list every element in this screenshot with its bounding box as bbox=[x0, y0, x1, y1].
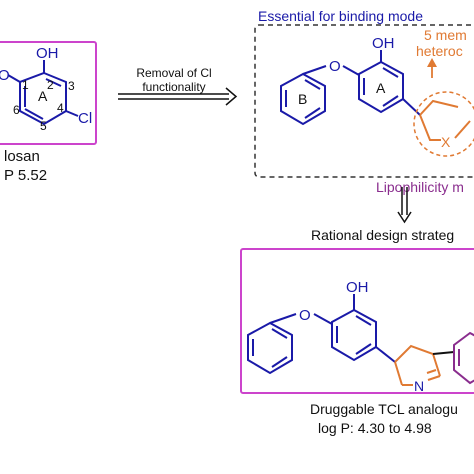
triclosan-ring-label: A bbox=[38, 88, 48, 104]
position-5: 5 bbox=[40, 119, 47, 133]
heterocycle-note-line1: 5 mem bbox=[424, 27, 467, 43]
triclosan-name: losan bbox=[4, 148, 40, 165]
step1-label-line1: Removal of Cl bbox=[136, 66, 211, 80]
heterocycle-note-line2: heteroc bbox=[416, 43, 463, 59]
analogue-aryl-ring bbox=[453, 331, 474, 385]
analogue-o-label: O bbox=[299, 307, 311, 324]
position-1: 1 bbox=[22, 78, 29, 92]
analogue-pyrroline-ring bbox=[394, 344, 441, 377]
step2: Rational design strateg bbox=[311, 187, 454, 243]
ring-b-label: B bbox=[298, 91, 307, 107]
triclosan-structure: OH O Cl A 1 2 3 4 5 6 losan P 5.52 bbox=[0, 41, 97, 184]
ring-a-label: A bbox=[376, 80, 386, 96]
step2-label: Rational design strateg bbox=[311, 227, 454, 243]
ring-b bbox=[280, 72, 326, 126]
analogue-highlight-box bbox=[240, 248, 474, 394]
analogue-caption-line2: log P: 4.30 to 4.98 bbox=[318, 420, 432, 436]
position-6: 6 bbox=[13, 103, 20, 117]
binding-mode-dashed-box bbox=[254, 24, 474, 178]
triclosan-logp: P 5.52 bbox=[4, 167, 47, 184]
triclosan-cl-label: Cl bbox=[78, 110, 92, 127]
position-3: 3 bbox=[68, 79, 75, 93]
heterocycle-x-label: X bbox=[441, 134, 451, 150]
analogue-phenol-ring bbox=[331, 308, 377, 362]
position-2: 2 bbox=[47, 78, 54, 92]
ring-a-oh-label: OH bbox=[372, 35, 395, 52]
heterocycle-dashed-circle bbox=[413, 91, 474, 157]
triclosan-oh-label: OH bbox=[36, 45, 59, 62]
binding-mode-title: Essential for binding mode bbox=[258, 8, 423, 24]
triclosan-o-label: O bbox=[0, 67, 10, 84]
lipophilicity-label: Lipophilicity m bbox=[376, 179, 464, 195]
step2-arrow bbox=[397, 187, 412, 224]
binding-mode-panel: Essential for binding mode B O A OH X 5 … bbox=[254, 8, 474, 195]
step1: Removal of Cl functionality bbox=[118, 66, 238, 106]
ring-a bbox=[358, 60, 404, 114]
step1-arrow bbox=[118, 87, 238, 106]
analogue-structure: O OH N Druggable TCL analogu log P: 4.30… bbox=[240, 248, 474, 436]
analogue-caption-line1: Druggable TCL analogu bbox=[310, 401, 458, 417]
step1-label-line2: functionality bbox=[142, 80, 205, 94]
analogue-oh-label: OH bbox=[346, 279, 369, 296]
position-4: 4 bbox=[57, 101, 64, 115]
triclosan-highlight-box bbox=[0, 41, 97, 145]
analogue-n-label: N bbox=[414, 378, 424, 394]
analogue-phenyl-ring bbox=[247, 321, 293, 375]
bridge-o-label: O bbox=[329, 58, 341, 75]
